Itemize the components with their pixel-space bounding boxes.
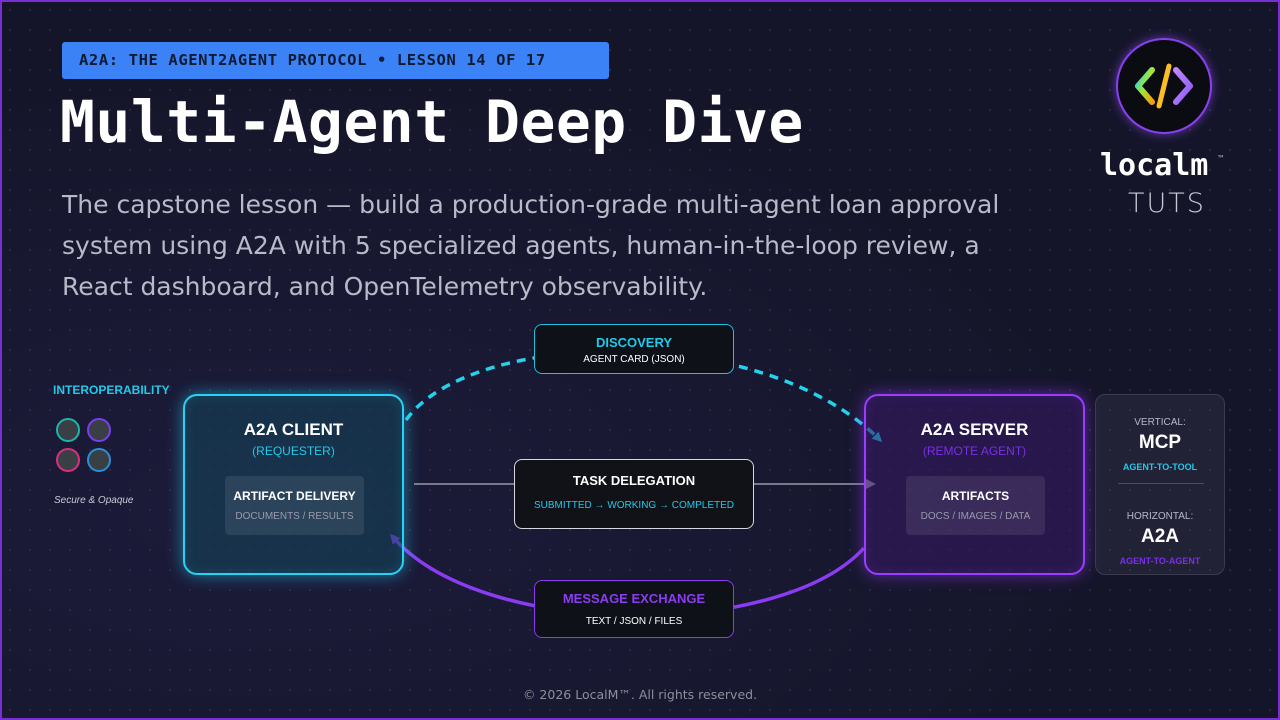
horizontal-desc: AGENT-TO-AGENT — [1119, 556, 1201, 566]
vertical-value: MCP — [1138, 432, 1182, 453]
discovery-pill: DISCOVERY AGENT CARD (JSON) — [534, 324, 734, 374]
message-sub: TEXT / JSON / FILES — [585, 616, 683, 627]
logo-trademark: ™ — [1217, 154, 1225, 163]
a2a-client-node: A2A CLIENT (REQUESTER) ARTIFACT DELIVERY… — [183, 394, 404, 575]
interop-dot — [87, 418, 111, 442]
interop-dot — [56, 418, 80, 442]
vertical-desc: AGENT-TO-TOOL — [1122, 462, 1198, 472]
artifacts-sub: DOCS / IMAGES / DATA — [920, 511, 1031, 522]
page-title: Multi-Agent Deep Dive — [60, 88, 804, 156]
footer-copyright: © 2026 LocalM™. All rights reserved. — [522, 687, 758, 702]
discovery-arrow — [404, 349, 883, 443]
message-title: MESSAGE EXCHANGE — [562, 591, 706, 606]
interoperability-label: INTEROPERABILITY — [53, 383, 170, 397]
horizontal-value: A2A — [1140, 526, 1179, 547]
artifact-delivery-box: ARTIFACT DELIVERY DOCUMENTS / RESULTS — [225, 476, 364, 535]
artifacts-title: ARTIFACTS — [941, 489, 1010, 503]
task-title: TASK DELEGATION — [572, 473, 696, 488]
task-delegation-pill: TASK DELEGATION SUBMITTED → WORKING → CO… — [514, 459, 754, 529]
secure-opaque-label: Secure & Opaque — [54, 495, 134, 506]
server-role: (REMOTE AGENT) — [922, 444, 1027, 458]
client-role: (REQUESTER) — [252, 444, 335, 458]
task-sub: SUBMITTED → WORKING → COMPLETED — [533, 500, 734, 511]
horizontal-caption: HORIZONTAL: — [1126, 511, 1194, 522]
protocol-comparison-card: VERTICAL: MCP AGENT-TO-TOOL HORIZONTAL: … — [1095, 394, 1225, 575]
code-brackets-icon — [1135, 63, 1193, 109]
vertical-caption: VERTICAL: — [1134, 417, 1186, 428]
artifacts-box: ARTIFACTS DOCS / IMAGES / DATA — [906, 476, 1045, 535]
artifact-delivery-sub: DOCUMENTS / RESULTS — [235, 511, 354, 522]
logo-badge — [1116, 38, 1212, 134]
server-title: A2A SERVER — [920, 420, 1029, 439]
message-exchange-pill: MESSAGE EXCHANGE TEXT / JSON / FILES — [534, 580, 734, 638]
page-subtitle: The capstone lesson — build a production… — [62, 190, 1000, 301]
logo-subtitle: TUTS — [1128, 188, 1206, 219]
client-title: A2A CLIENT — [243, 420, 344, 439]
discovery-title: DISCOVERY — [595, 335, 673, 350]
a2a-server-node: A2A SERVER (REMOTE AGENT) ARTIFACTS DOCS… — [864, 394, 1085, 575]
side-divider — [1118, 483, 1204, 484]
discovery-sub: AGENT CARD (JSON) — [583, 354, 685, 365]
logo-wordmark: localm — [1100, 148, 1209, 183]
artifact-delivery-title: ARTIFACT DELIVERY — [233, 489, 356, 503]
lesson-badge: A2A: THE AGENT2AGENT PROTOCOL • LESSON 1… — [62, 42, 609, 79]
interop-dot — [56, 448, 80, 472]
interop-dot — [87, 448, 111, 472]
